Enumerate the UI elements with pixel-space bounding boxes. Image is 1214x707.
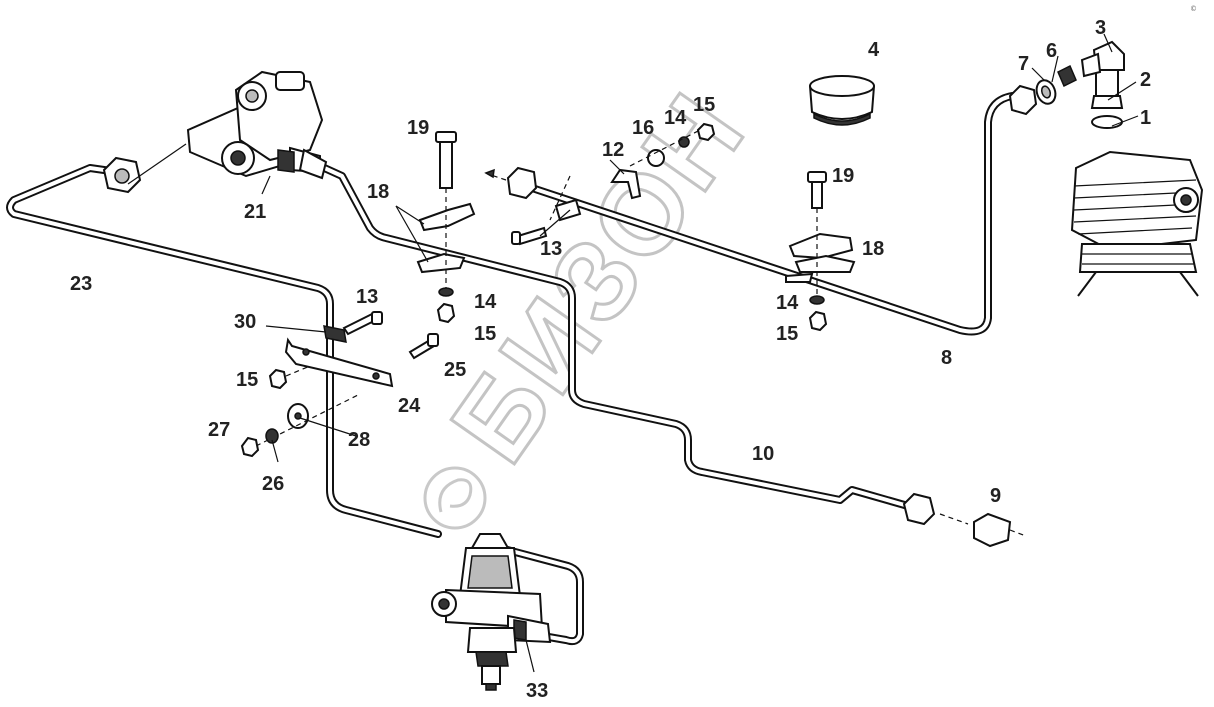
bolt-25 [408, 333, 439, 360]
callout-1: 1 [1140, 107, 1151, 129]
callout-24: 24 [398, 395, 421, 417]
callout-19-left: 19 [407, 117, 429, 139]
pipe-10 [316, 162, 912, 510]
compressor-head [1070, 150, 1204, 297]
callout-14-left: 14 [474, 291, 497, 313]
washer-14-left [438, 287, 454, 297]
callout-25: 25 [444, 359, 466, 381]
callout-14-right: 14 [776, 292, 799, 314]
pipe-8-nut [484, 166, 538, 200]
callout-13-upper: 13 [540, 238, 562, 260]
nut-8 [1008, 84, 1038, 116]
callout-12: 12 [602, 139, 624, 161]
callout-33: 33 [526, 680, 548, 702]
callout-15-top: 15 [693, 94, 715, 116]
washer-26 [265, 428, 279, 444]
callout-2: 2 [1140, 69, 1151, 91]
pipe-23 [6, 164, 442, 538]
callout-19-right: 19 [832, 165, 854, 187]
callout-13-lower: 13 [356, 286, 378, 308]
washer-14-right [809, 295, 825, 305]
callout-30: 30 [234, 311, 256, 333]
corner-mark: © [1190, 5, 1197, 13]
pipe-33-out [496, 544, 584, 646]
leader-lines [127, 33, 1139, 673]
washer-14-top [678, 136, 690, 148]
nut-27 [240, 436, 260, 458]
callout-6: 6 [1046, 40, 1057, 62]
callout-23: 23 [70, 273, 92, 295]
watermark-text: БИЗОН [427, 70, 769, 484]
watermark-logo [423, 466, 487, 530]
cap-4 [809, 75, 875, 126]
fitting-1-2-3 [1080, 40, 1125, 129]
nut-15-right [808, 310, 828, 332]
callout-18-left: 18 [367, 181, 389, 203]
bolt-13-lower [342, 311, 383, 336]
callout-15-left: 15 [474, 323, 496, 345]
clip-30 [323, 325, 347, 343]
callout-7: 7 [1018, 53, 1029, 75]
valve-21 [186, 70, 328, 180]
callout-14-top: 14 [664, 107, 687, 129]
callout-4: 4 [868, 39, 880, 61]
callout-10: 10 [752, 443, 774, 465]
callout-8: 8 [941, 347, 952, 369]
bolt-19-right [807, 171, 827, 300]
ring-7 [1035, 79, 1057, 105]
pressure-regulator-33 [431, 533, 552, 691]
pipe-10-nut [902, 492, 936, 526]
washer-16 [647, 149, 665, 167]
nut-15-lower [268, 368, 288, 390]
callout-15-right: 15 [776, 323, 798, 345]
callout-9: 9 [990, 485, 1001, 507]
nut-15-top [696, 122, 716, 142]
nut-15-left [436, 302, 456, 324]
bracket-18-left [416, 202, 476, 274]
bracket-18-right [785, 232, 856, 283]
callout-28: 28 [348, 429, 370, 451]
callout-26: 26 [262, 473, 284, 495]
pipe-8 [516, 92, 1016, 336]
callout-3: 3 [1095, 17, 1106, 39]
fitting-9 [939, 512, 1027, 548]
callout-15-lower: 15 [236, 369, 258, 391]
seal-6 [1057, 64, 1077, 88]
callout-16: 16 [632, 117, 654, 139]
callout-27: 27 [208, 419, 230, 441]
pipe-23-nut [102, 156, 142, 194]
bolt-13-upper [511, 226, 548, 246]
plate-24 [284, 337, 394, 388]
callout-18-right: 18 [862, 238, 884, 260]
bolt-19-left [435, 131, 457, 292]
callouts: 1 2 3 4 6 7 8 9 10 12 13 13 14 14 14 15 … [70, 17, 1151, 702]
callout-21: 21 [244, 201, 266, 223]
washer-28 [287, 403, 309, 429]
